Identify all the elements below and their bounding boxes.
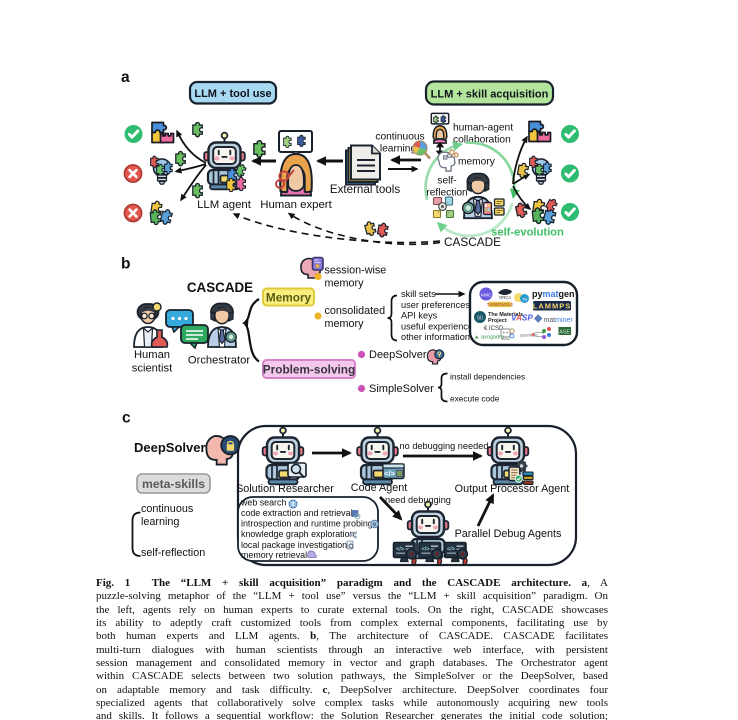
svg-text:web search: web search — [240, 497, 286, 507]
svg-text:LLM + tool use: LLM + tool use — [194, 88, 271, 100]
svg-text:c: c — [122, 410, 131, 427]
svg-text:useful experience: useful experience — [401, 321, 473, 331]
svg-text:install dependencies: install dependencies — [450, 372, 525, 382]
svg-text:LAMMPS: LAMMPS — [533, 302, 572, 311]
svg-text:TURBOMOLE: TURBOMOLE — [487, 302, 514, 307]
svg-text:</>: </> — [447, 547, 455, 553]
svg-text:SimpleSolver: SimpleSolver — [369, 383, 434, 395]
svg-text:DeepSolver: DeepSolver — [369, 349, 427, 361]
svg-text:€ ICSD: € ICSD — [484, 326, 504, 332]
svg-text:need debugging: need debugging — [385, 495, 451, 505]
svg-text:Memory: Memory — [266, 291, 312, 305]
svg-text:Solution Researcher: Solution Researcher — [236, 483, 334, 495]
svg-text:reflection: reflection — [426, 188, 467, 199]
svg-text:pymatgen: pymatgen — [532, 289, 575, 299]
svg-text:memory: memory — [325, 318, 365, 330]
svg-text:local package investigation: local package investigation — [241, 540, 347, 550]
svg-text:user preferences: user preferences — [401, 300, 470, 310]
svg-text:Human: Human — [134, 349, 170, 361]
svg-text:CASCADE: CASCADE — [187, 280, 253, 295]
svg-text:self-evolution: self-evolution — [491, 227, 564, 239]
svg-text:matminer: matminer — [544, 317, 574, 324]
svg-text:The Materials: The Materials — [488, 312, 523, 318]
svg-text:LLM + skill acquisition: LLM + skill acquisition — [431, 89, 549, 101]
svg-text:memory: memory — [325, 278, 365, 290]
svg-text:memory: memory — [458, 157, 496, 168]
svg-text:DeepSolver: DeepSolver — [134, 440, 206, 455]
svg-text:scientist: scientist — [132, 363, 173, 375]
svg-text:Human expert: Human expert — [260, 199, 332, 211]
svg-text:Orchestrator: Orchestrator — [188, 355, 250, 367]
svg-text:ASE: ASE — [559, 330, 570, 336]
svg-text:ORCA: ORCA — [499, 295, 511, 300]
svg-text:knowledge graph exploration: knowledge graph exploration — [241, 529, 355, 539]
svg-text:b: b — [121, 256, 130, 273]
svg-text:Parallel Debug Agents: Parallel Debug Agents — [455, 528, 562, 540]
svg-text:learning: learning — [380, 144, 417, 155]
svg-text:TB: TB — [522, 297, 527, 302]
svg-text:code extraction and retrieval: code extraction and retrieval — [241, 508, 353, 518]
svg-text:self-: self- — [437, 176, 456, 187]
svg-text:self-reflection: self-reflection — [141, 547, 205, 559]
svg-text:</>: </> — [396, 547, 404, 553]
svg-text:VASP: VASP — [511, 314, 533, 323]
svg-text:meta-skills: meta-skills — [142, 477, 205, 491]
svg-text:Problem-solving: Problem-solving — [263, 363, 355, 377]
svg-text:no debugging needed: no debugging needed — [400, 441, 489, 451]
svg-text:execute code: execute code — [450, 394, 500, 404]
svg-text:continuous: continuous — [375, 132, 424, 143]
svg-text:continuous: continuous — [141, 503, 194, 515]
svg-text:▲ avogadro: ▲ avogadro — [474, 335, 504, 341]
svg-text:learning: learning — [141, 516, 179, 528]
svg-text:skill sets: skill sets — [401, 289, 436, 299]
svg-text:Code Agent: Code Agent — [351, 482, 407, 494]
svg-text:consolidated: consolidated — [325, 305, 386, 317]
svg-text:External tools: External tools — [330, 183, 400, 196]
svg-text:LLM agent: LLM agent — [197, 199, 252, 211]
svg-text:session-wise: session-wise — [325, 265, 387, 277]
svg-text:</>: </> — [422, 547, 430, 553]
svg-text:NWC: NWC — [481, 293, 492, 298]
svg-text:API keys: API keys — [401, 311, 438, 321]
svg-text:Project: Project — [488, 318, 507, 324]
svg-text:CASCADE: CASCADE — [444, 235, 501, 249]
svg-text:other information: other information — [401, 332, 470, 342]
svg-text:memory retrieval: memory retrieval — [241, 550, 307, 560]
svg-text:60: 60 — [477, 316, 483, 322]
svg-text:a: a — [121, 69, 130, 86]
svg-text:</>: </> — [384, 469, 395, 478]
svg-text:⚙: ⚙ — [372, 522, 377, 528]
svg-text:quantum: quantum — [520, 333, 538, 338]
svg-text:introspection and runtime prob: introspection and runtime probing — [241, 519, 373, 529]
svg-text:Output Processor Agent: Output Processor Agent — [455, 483, 570, 495]
svg-text:collaboration: collaboration — [453, 135, 511, 146]
svg-text:human-agent: human-agent — [453, 123, 513, 134]
